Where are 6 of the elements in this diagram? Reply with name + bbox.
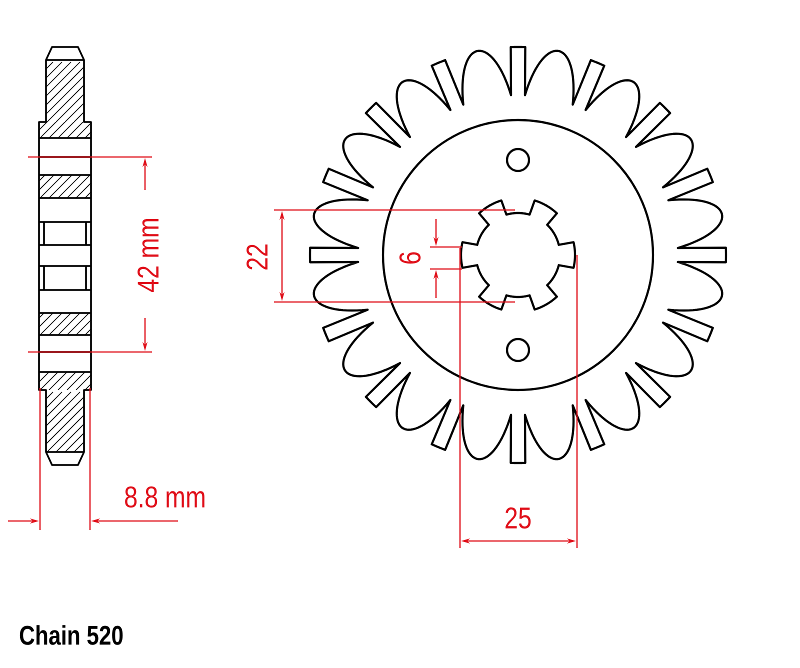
chain-size-label: Chain 520 [18, 624, 124, 646]
dimension-label: 6 [398, 250, 422, 266]
dimension-label: 25 [504, 506, 532, 530]
dimension-label: 22 [246, 242, 268, 272]
dimension-label: 42 mm [136, 216, 160, 294]
dimension-label: 8.8 mm [123, 485, 207, 509]
